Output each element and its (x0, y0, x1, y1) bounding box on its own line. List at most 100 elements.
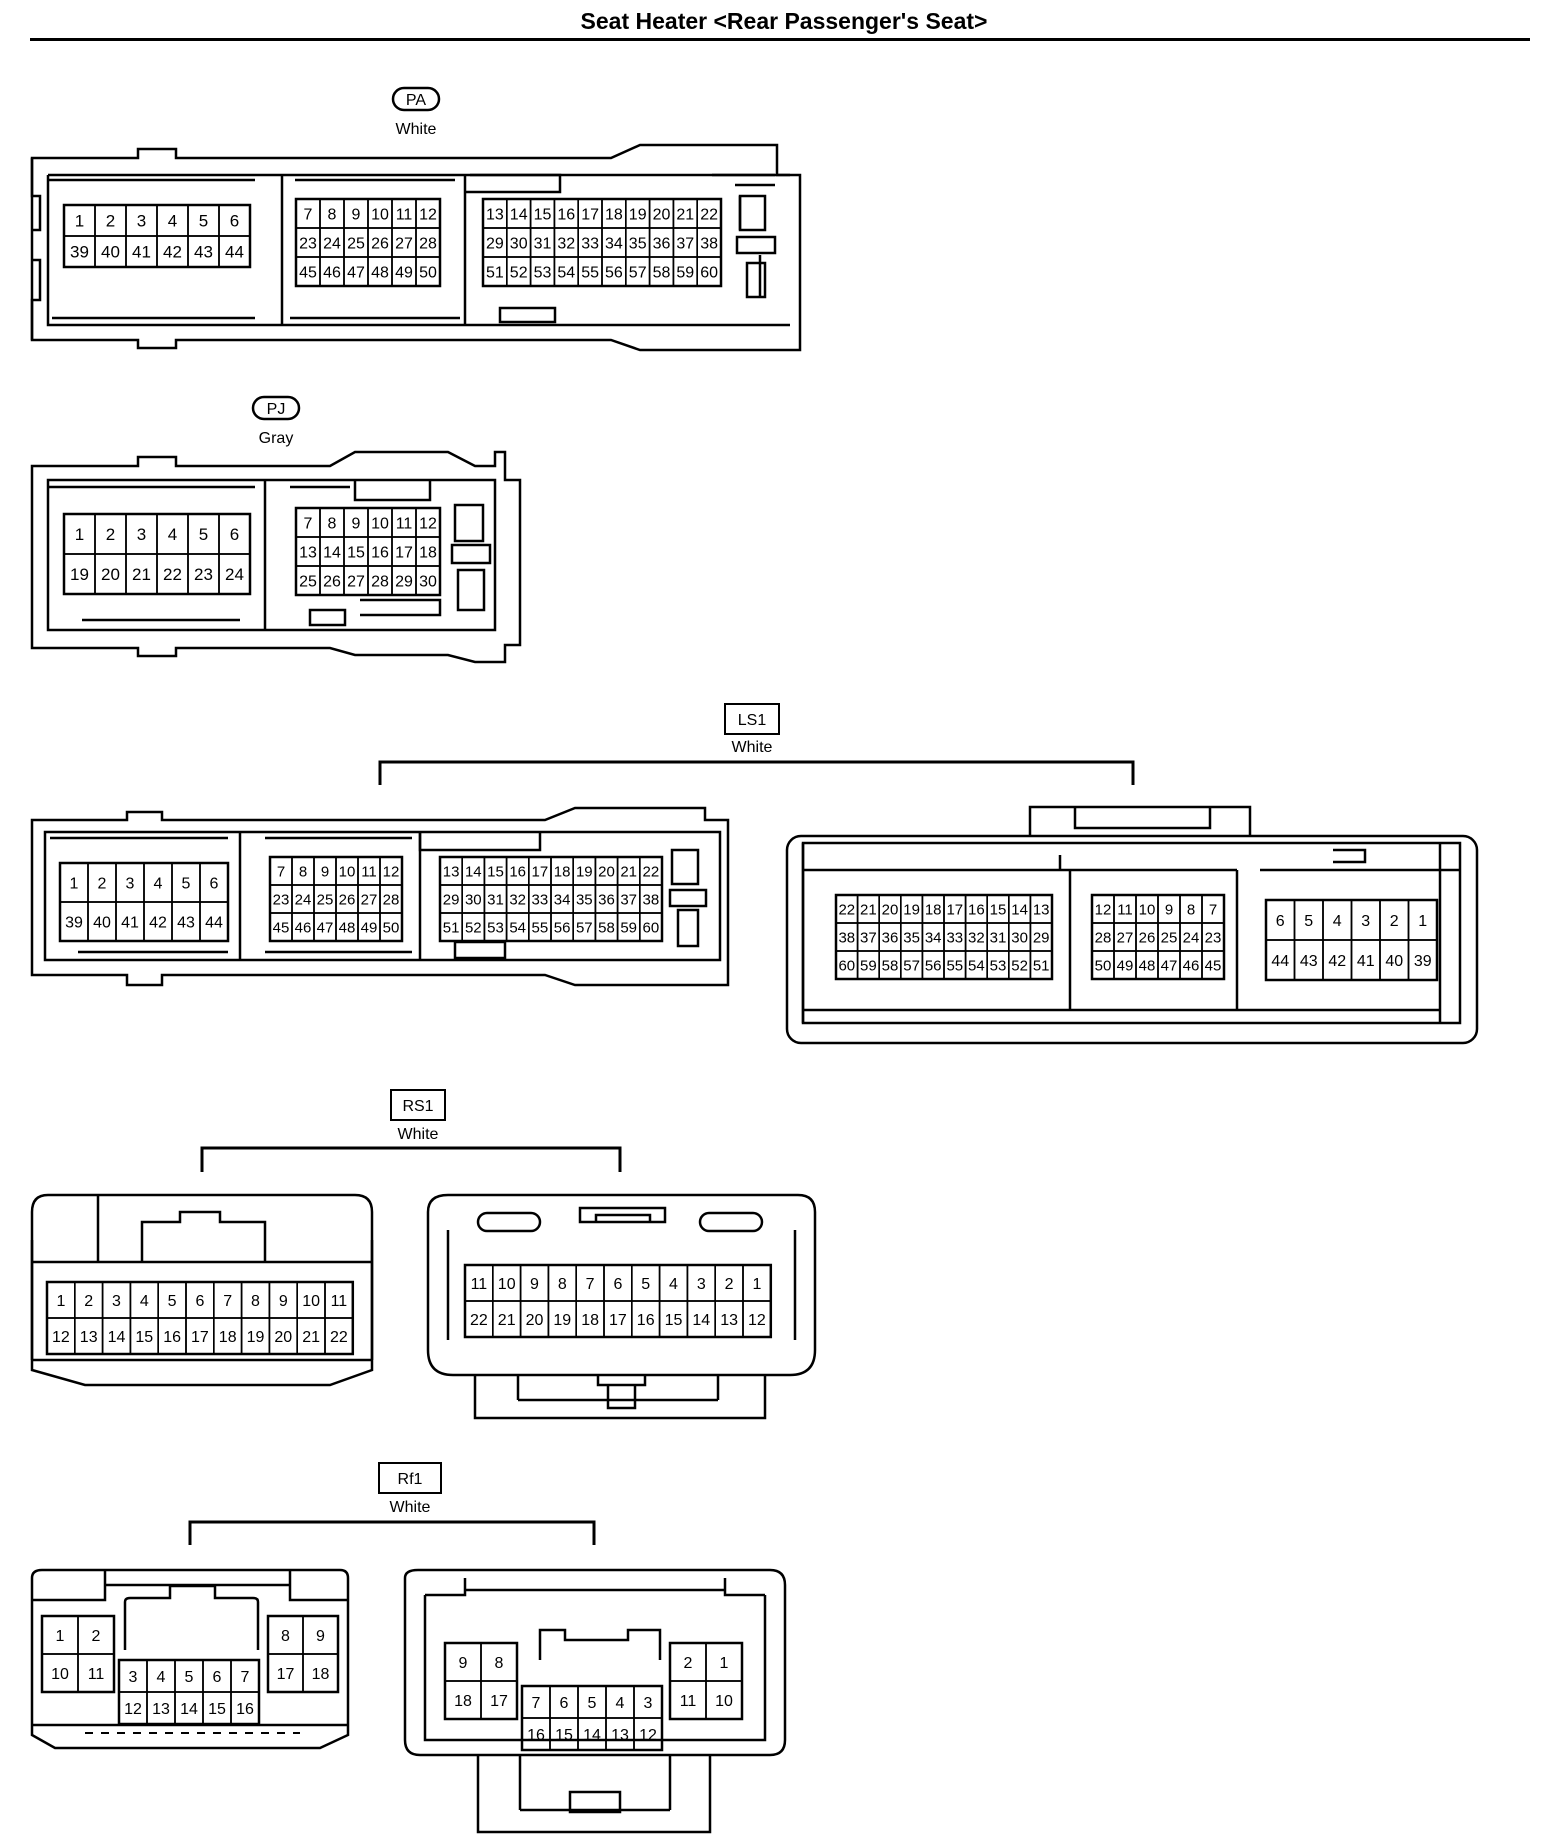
terminal-number: 28 (419, 235, 437, 252)
connector-ls1-left-housing (30, 806, 730, 987)
terminal-number: 6 (560, 1695, 569, 1712)
terminal-number: 10 (371, 515, 389, 532)
terminal-number: 35 (903, 929, 920, 946)
terminal-number: 35 (629, 235, 647, 252)
terminal-number: 60 (700, 264, 718, 281)
terminal-number: 43 (194, 243, 213, 262)
terminal-number: 30 (465, 891, 482, 908)
terminal-number: 15 (665, 1312, 683, 1329)
terminal-number: 40 (1385, 953, 1403, 970)
terminal-number: 7 (532, 1695, 541, 1712)
terminal-number: 35 (576, 891, 593, 908)
terminal-number: 11 (396, 206, 413, 223)
terminal-number: 57 (629, 264, 647, 281)
terminal-number: 55 (946, 957, 963, 974)
terminal-number: 21 (676, 206, 694, 223)
connector-pj-id: PJ (267, 401, 286, 418)
terminal-number: 8 (251, 1293, 260, 1310)
terminal-number: 6 (213, 1669, 222, 1686)
terminal-number: 21 (620, 863, 637, 880)
terminal-number: 14 (465, 863, 482, 880)
terminal-number: 31 (534, 235, 552, 252)
terminal-number: 1 (75, 212, 84, 231)
terminal-number: 27 (361, 891, 378, 908)
terminal-number: 19 (247, 1329, 265, 1346)
terminal-number: 8 (299, 863, 307, 880)
terminal-number: 5 (168, 1293, 177, 1310)
terminal-number: 4 (140, 1293, 149, 1310)
terminal-number: 10 (498, 1276, 516, 1293)
terminal-number: 41 (1357, 953, 1375, 970)
terminal-number: 46 (1183, 957, 1200, 974)
connector-rf1-label: Rf1 White (188, 1462, 596, 1545)
terminal-number: 42 (1328, 953, 1346, 970)
terminal-number: 11 (680, 1693, 697, 1710)
terminal-number: 53 (534, 264, 552, 281)
terminal-number: 43 (177, 914, 195, 931)
terminal-number: 17 (277, 1666, 295, 1683)
terminal-number: 47 (347, 264, 365, 281)
terminal-cell (742, 1300, 772, 1338)
terminal-number: 29 (443, 891, 460, 908)
terminal-number: 5 (1304, 913, 1313, 930)
terminal-number: 22 (470, 1312, 488, 1329)
terminal-number: 26 (371, 235, 389, 252)
terminal-number: 14 (583, 1727, 601, 1744)
terminal-number: 17 (191, 1329, 209, 1346)
terminal-cell (199, 901, 229, 942)
terminal-number: 13 (1033, 901, 1050, 918)
terminal-number: 1 (752, 1276, 761, 1293)
terminal-number: 48 (371, 264, 389, 281)
terminal-number: 23 (194, 565, 213, 584)
terminal-number: 3 (697, 1276, 706, 1293)
terminal-number: 58 (882, 957, 899, 974)
terminal-number: 18 (554, 863, 571, 880)
connector-pa-label: PA White (391, 86, 441, 138)
terminal-cell (633, 1717, 663, 1751)
connector-pj-label: PJ Gray (251, 395, 301, 447)
terminal-number: 36 (653, 235, 671, 252)
terminal-number: 49 (361, 919, 378, 936)
terminal-number: 6 (613, 1276, 622, 1293)
terminal-cell (480, 1680, 518, 1720)
terminal-number: 21 (132, 565, 151, 584)
terminal-number: 59 (860, 957, 877, 974)
terminal-number: 1 (70, 875, 79, 892)
terminal-number: 22 (643, 863, 660, 880)
terminal-number: 14 (510, 206, 528, 223)
terminal-number: 52 (465, 919, 482, 936)
terminal-cell (218, 553, 251, 595)
terminal-number: 48 (1139, 957, 1156, 974)
terminal-number: 2 (84, 1293, 93, 1310)
terminal-number: 15 (555, 1727, 573, 1744)
terminal-number: 17 (532, 863, 549, 880)
terminal-number: 58 (598, 919, 615, 936)
terminal-number: 4 (1333, 913, 1342, 930)
terminal-number: 5 (588, 1695, 597, 1712)
terminal-number: 20 (882, 901, 899, 918)
terminal-number: 12 (419, 515, 437, 532)
terminal-number: 7 (277, 863, 285, 880)
terminal-number: 42 (163, 243, 182, 262)
terminal-number: 53 (487, 919, 504, 936)
terminal-number: 1 (56, 1628, 65, 1645)
terminal-number: 5 (185, 1669, 194, 1686)
terminal-number: 3 (1361, 913, 1370, 930)
terminal-number: 9 (279, 1293, 288, 1310)
terminal-number: 31 (487, 891, 504, 908)
terminal-cell (77, 1653, 115, 1693)
terminal-number: 46 (323, 264, 341, 281)
connector-rf1-right-housing (403, 1568, 787, 1834)
terminal-number: 6 (1276, 913, 1285, 930)
terminal-number: 10 (51, 1666, 69, 1683)
terminal-number: 30 (510, 235, 528, 252)
terminal-number: 21 (302, 1329, 320, 1346)
